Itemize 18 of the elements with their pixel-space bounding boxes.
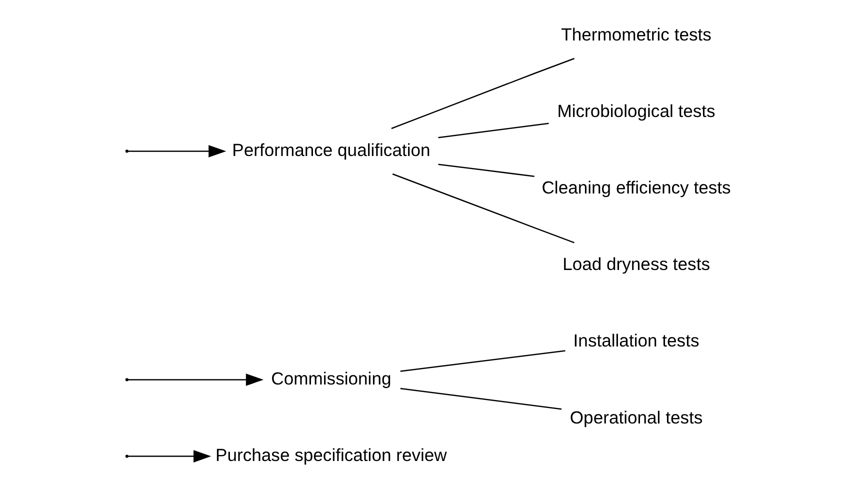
- connector: [400, 350, 565, 372]
- arrow: [127, 145, 226, 158]
- connector: [438, 164, 534, 177]
- connector: [438, 122, 548, 138]
- connector: [390, 58, 574, 130]
- node-text: Installation tests: [572, 330, 699, 351]
- node-text: Cleaning efficiency tests: [541, 178, 730, 198]
- node-text: Thermometric tests: [560, 24, 711, 44]
- node-text: Microbiological tests: [556, 100, 715, 121]
- node-text: Performance qualification: [232, 140, 430, 160]
- node-text: Purchase specification review: [215, 444, 446, 465]
- node-text: Load dryness tests: [562, 254, 710, 274]
- arrow: [127, 374, 264, 386]
- node-text: Operational tests: [569, 407, 702, 428]
- connector: [400, 388, 562, 410]
- node-text: Commissioning: [270, 368, 391, 388]
- arrow: [127, 450, 211, 462]
- connector: [392, 173, 574, 244]
